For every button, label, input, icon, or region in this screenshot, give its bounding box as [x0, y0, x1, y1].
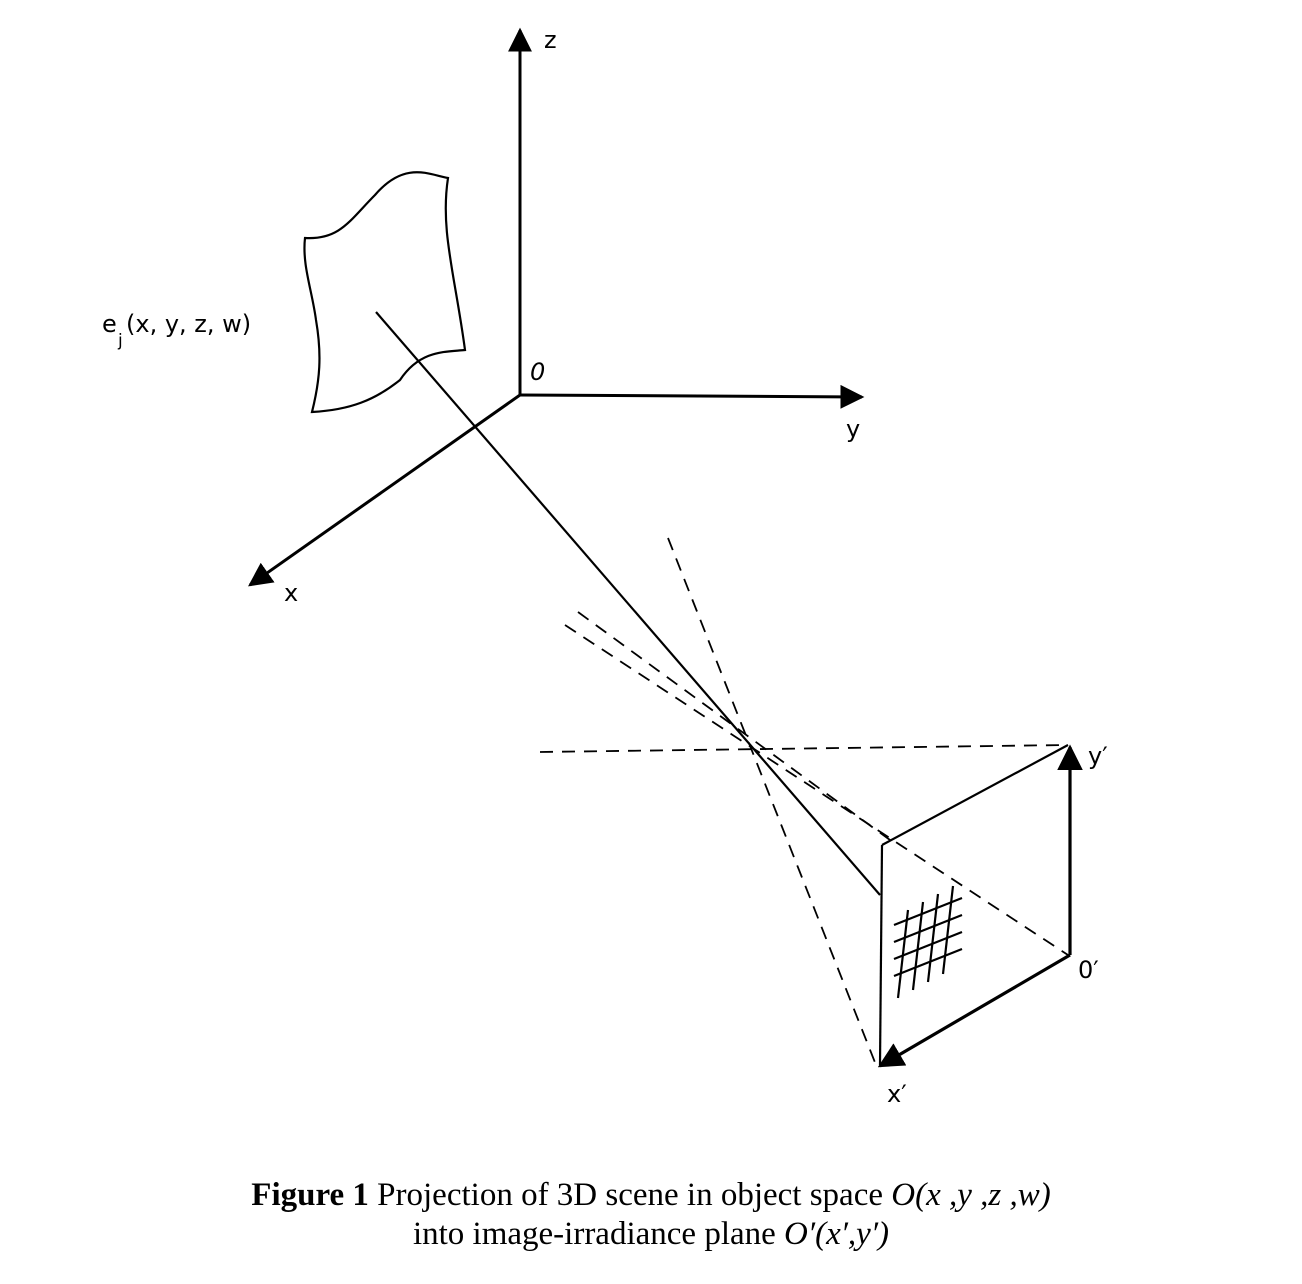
o-prime-label: 0′ [1078, 956, 1099, 984]
y-axis-label: y [846, 415, 860, 443]
dashed-projection-lines [539, 537, 1069, 1066]
figure-label: Figure 1 [251, 1177, 369, 1213]
y-axis [519, 384, 865, 409]
figure-caption: Figure 1 Projection of 3D scene in objec… [0, 1176, 1302, 1254]
projection-diagram: z 0 y x e j (x, y, z, w) y′ 0′ x′ [102, 26, 1108, 1108]
x-prime-axis [877, 953, 1071, 1068]
surface-patch [303, 171, 467, 414]
z-axis-label: z [544, 26, 557, 54]
x-prime-label: x′ [887, 1080, 907, 1108]
plane-top-edge [881, 744, 1069, 846]
caption-math-1: O(x ,y ,z ,w) [891, 1177, 1051, 1213]
surface-element-label: e j (x, y, z, w) [102, 310, 251, 351]
x-axis [248, 393, 521, 587]
pixel-grid [893, 885, 963, 999]
image-plane [877, 744, 1083, 1068]
caption-text-2: into image-irradiance plane [412, 1215, 776, 1252]
x-axis-label: x [284, 579, 298, 607]
caption-math-2: O′(x′,y′) [784, 1215, 890, 1252]
y-prime-label: y′ [1088, 742, 1108, 770]
element-args: (x, y, z, w) [126, 310, 251, 338]
element-prefix: e [102, 310, 117, 338]
origin-label: 0 [530, 358, 545, 386]
caption-text-1: Projection of 3D scene in object space [377, 1177, 883, 1213]
projection-ray [375, 311, 881, 896]
caption-line-2: into image-irradiance plane O′(x′,y′) [0, 1215, 1302, 1254]
caption-line-1: Figure 1 Projection of 3D scene in objec… [0, 1176, 1302, 1215]
element-subscript: j [117, 331, 123, 351]
plane-left-edge [878, 844, 884, 1066]
object-space-axes [248, 27, 865, 587]
